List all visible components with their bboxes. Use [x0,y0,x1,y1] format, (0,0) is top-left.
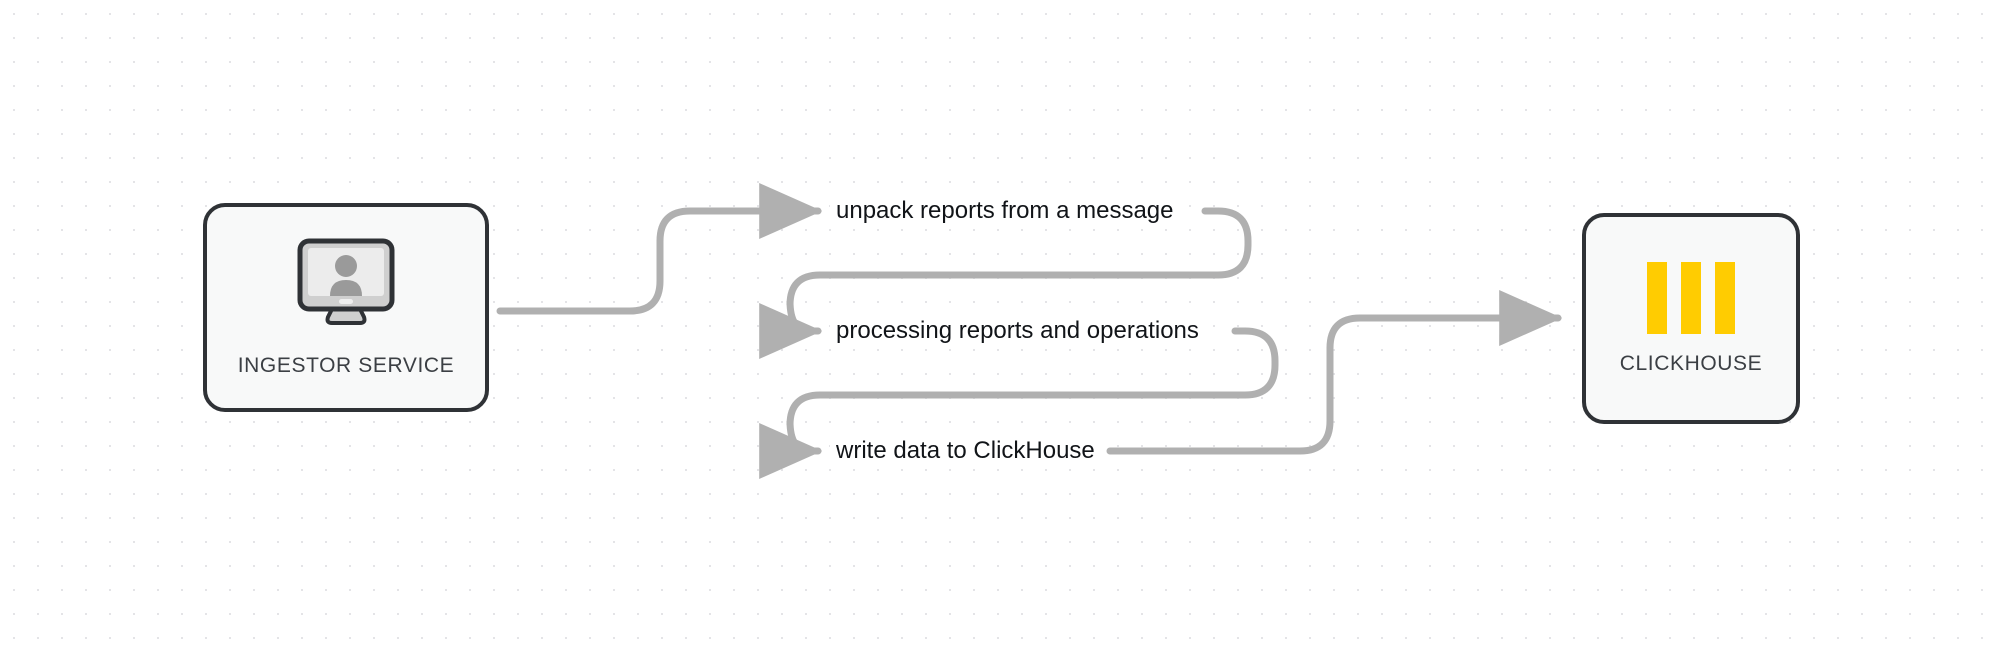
edge-step-2-to-step-3 [759,327,1279,479]
edge-label-unpack-reports: unpack reports from a message [830,197,1180,225]
edge-label-write-data: write data to ClickHouse [830,437,1101,465]
node-ingestor-service[interactable]: INGESTOR SERVICE [203,203,489,412]
edge-ingestor-to-step-1 [496,183,823,315]
clickhouse-bar-1 [1647,261,1667,334]
clickhouse-bar-2 [1681,261,1701,334]
node-clickhouse-label: CLICKHOUSE [1619,351,1763,375]
clickhouse-bar-3 [1715,261,1735,334]
node-ingestor-label: INGESTOR SERVICE [237,354,455,377]
edge-step-1-to-step-2 [759,207,1252,359]
monitor-user-icon [294,237,398,336]
node-clickhouse[interactable]: CLICKHOUSE [1582,213,1800,424]
edge-label-processing-reports: processing reports and operations [830,317,1205,345]
clickhouse-bars-icon [1647,261,1735,334]
